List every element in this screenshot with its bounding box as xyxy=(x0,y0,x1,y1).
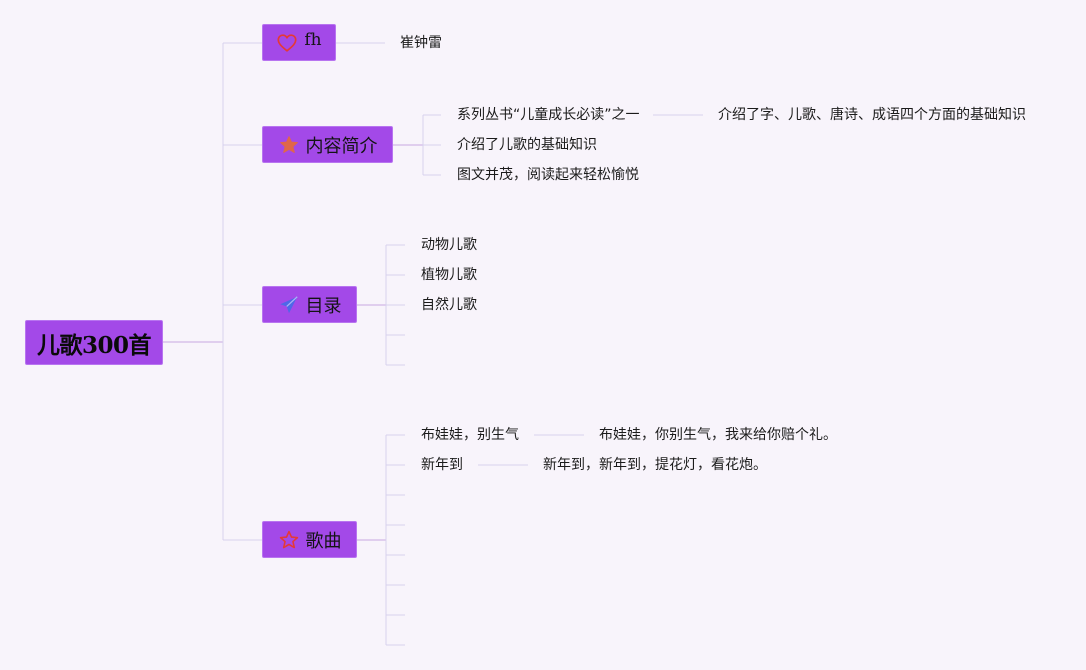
branch-node-fh[interactable]: fh xyxy=(262,24,336,61)
leaf-author[interactable]: 崔钟雷 xyxy=(400,35,442,51)
branch-label-fh: fh xyxy=(304,29,322,50)
root-label: 儿歌300首 xyxy=(36,331,152,359)
leaf-song-2[interactable]: 新年到 xyxy=(421,457,463,473)
leaf-toc-animals[interactable]: 动物儿歌 xyxy=(421,237,477,253)
leaf-intro-3[interactable]: 图文并茂，阅读起来轻松愉悦 xyxy=(457,167,639,183)
leaf-intro-1-detail[interactable]: 介绍了字、儿歌、唐诗、成语四个方面的基础知识 xyxy=(718,107,1026,123)
leaf-toc-plants[interactable]: 植物儿歌 xyxy=(421,267,477,283)
star-filled-icon xyxy=(278,134,300,156)
branch-node-intro[interactable]: 内容简介 xyxy=(262,126,393,163)
leaf-song-1[interactable]: 布娃娃，别生气 xyxy=(421,427,519,443)
branch-label-toc: 目录 xyxy=(305,295,342,317)
leaf-intro-2[interactable]: 介绍了儿歌的基础知识 xyxy=(457,137,597,153)
leaf-song-1-lyrics[interactable]: 布娃娃，你别生气，我来给你赔个礼。 xyxy=(599,427,837,443)
branch-label-songs: 歌曲 xyxy=(305,530,342,552)
branch-node-songs[interactable]: 歌曲 xyxy=(262,521,357,558)
paper-plane-icon xyxy=(278,294,300,316)
leaf-song-2-lyrics[interactable]: 新年到，新年到，提花灯，看花炮。 xyxy=(543,457,767,473)
leaf-intro-1[interactable]: 系列丛书“儿童成长必读”之一 xyxy=(457,107,640,123)
branch-label-intro: 内容简介 xyxy=(305,135,378,157)
root-node[interactable]: 儿歌300首 xyxy=(25,320,163,365)
star-outline-icon xyxy=(278,529,300,551)
leaf-toc-nature[interactable]: 自然儿歌 xyxy=(421,297,477,313)
branch-node-toc[interactable]: 目录 xyxy=(262,286,357,323)
heart-outline-icon xyxy=(276,32,298,54)
